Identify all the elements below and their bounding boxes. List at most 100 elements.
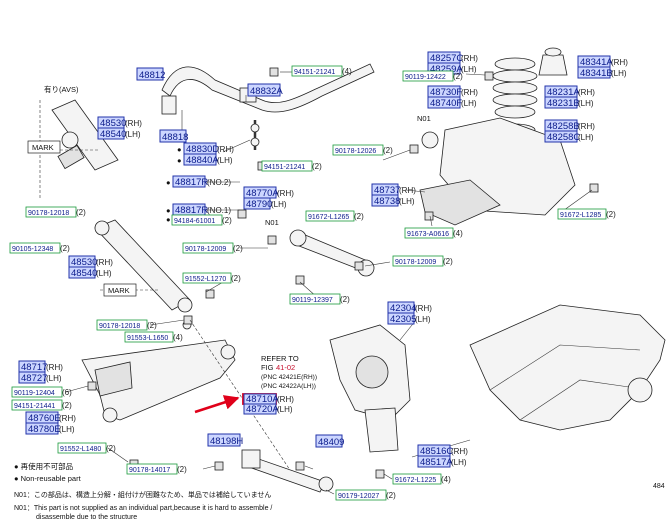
part-48231a[interactable]: 48231A(RH) (544, 85, 595, 98)
svg-text:48259A: 48259A (430, 64, 463, 75)
svg-text:48770A: 48770A (246, 188, 279, 199)
part-48780e[interactable]: 48780E(LH) (25, 422, 75, 435)
part-48258c[interactable]: 48258C(LH) (544, 130, 594, 143)
std-94151-21241-4[interactable]: 94151-21241(4) (291, 65, 352, 77)
std-90178-14017[interactable]: 90178-14017 (2) (126, 463, 187, 475)
std-90178-12009-a[interactable]: 90178-12009(2) (182, 242, 243, 254)
svg-text:●: ● (177, 145, 182, 154)
svg-text:48540: 48540 (71, 268, 97, 279)
svg-text:90119-12422: 90119-12422 (405, 74, 446, 81)
part-48760e[interactable]: 48760E(RH) (25, 411, 76, 424)
svg-text:(LH): (LH) (578, 133, 594, 142)
std-94151-21241-2[interactable]: 94151-21241(2) (261, 160, 322, 172)
svg-text:90105-12348: 90105-12348 (12, 246, 53, 253)
svg-text:(RH): (RH) (461, 54, 478, 63)
std-94151-21441[interactable]: 94151-21441(2) (11, 399, 72, 411)
part-48540-mid[interactable]: 48540(LH) (68, 266, 112, 279)
svg-text:90178-12026: 90178-12026 (335, 148, 376, 155)
part-48530-mid[interactable]: 48530(RH) (68, 255, 113, 268)
std-91553-l1650[interactable]: 91553-L1650 (4) (124, 331, 183, 343)
part-48717[interactable]: 48717(RH) (18, 360, 63, 373)
svg-text:90178-14017: 90178-14017 (129, 467, 170, 474)
part-48817r-no2[interactable]: ●48817R(NO.2) (166, 175, 231, 188)
part-48817r-no1[interactable]: ●48817R(NO.1) (166, 203, 231, 216)
part-48812[interactable]: 48812 (136, 67, 165, 81)
corner-ref: 484 (653, 483, 665, 490)
std-90119-12397[interactable]: 90119-12397(2) (289, 293, 350, 305)
svg-text:48832A: 48832A (250, 86, 283, 97)
part-48790[interactable]: 48790(LH) (243, 197, 287, 210)
svg-text:48717: 48717 (21, 362, 47, 373)
part-48832a[interactable]: 48832A (247, 83, 283, 97)
std-91672-l1285[interactable]: 91672-L1285(2) (557, 208, 616, 220)
svg-text:N01：この部品は、構造上分解・組付けが困難なため、単品では: N01：この部品は、構造上分解・組付けが困難なため、単品では補給していません (14, 490, 271, 499)
part-48737[interactable]: 48737(RH) (371, 183, 416, 196)
svg-text:48258B: 48258B (547, 121, 580, 132)
svg-text:(2): (2) (453, 72, 463, 81)
svg-text:48817R: 48817R (175, 205, 208, 216)
mark-label-top: MARK (27, 140, 61, 154)
std-90119-12422[interactable]: 90119-12422 (2) (402, 70, 463, 82)
std-91552-l1480[interactable]: 91552-L1480(2) (57, 442, 116, 454)
part-48517a[interactable]: 48517A(LH) (417, 455, 467, 468)
part-48740f[interactable]: 48740F(LH) (427, 96, 477, 109)
svg-text:(2): (2) (386, 491, 396, 500)
std-90178-12018-a[interactable]: 90178-12018(2) (25, 206, 86, 218)
std-90178-12009-b[interactable]: 90178-12009(2) (392, 255, 453, 267)
part-48258b[interactable]: 48258B(RH) (544, 119, 595, 132)
svg-text:48231B: 48231B (547, 98, 580, 109)
std-90178-12018-b[interactable]: 90178-12018(2) (96, 319, 157, 331)
part-48516c[interactable]: 48516C(RH) (417, 444, 468, 457)
part-48818[interactable]: 48818 (159, 129, 188, 143)
legend: ● 再使用不可部品 ● Non-reusable part N01：この部品は、… (14, 461, 272, 521)
part-48409[interactable]: 48409 (315, 434, 344, 448)
svg-text:(RH): (RH) (578, 122, 595, 131)
svg-text:REFER TO: REFER TO (261, 354, 299, 363)
svg-text:48818: 48818 (162, 132, 188, 143)
svg-text:94151-21441: 94151-21441 (14, 403, 55, 410)
part-48231b[interactable]: 48231B(LH) (544, 96, 594, 109)
svg-text:90119-12397: 90119-12397 (292, 297, 333, 304)
svg-text:FIG: FIG (261, 363, 274, 372)
std-91672-l1225[interactable]: 91672-L1225(4) (392, 473, 451, 485)
part-48341b[interactable]: 48341B(LH) (577, 66, 627, 79)
svg-text:(4): (4) (173, 333, 183, 342)
part-48341a[interactable]: 48341A(RH) (577, 55, 628, 68)
std-91672-l1265-a[interactable]: 91672-L1265(2) (305, 210, 364, 222)
svg-text:(2): (2) (177, 465, 187, 474)
part-48830d[interactable]: ●48830D(RH) (177, 142, 234, 155)
svg-text:91553-L1650: 91553-L1650 (127, 335, 168, 342)
part-48720a[interactable]: 48720A(LH) (243, 403, 293, 415)
svg-text:●: ● (166, 178, 171, 187)
part-48738[interactable]: 48738(LH) (371, 194, 415, 207)
std-91552-l1270[interactable]: 91552-L1270(2) (182, 272, 241, 284)
svg-text:94151-21241: 94151-21241 (264, 164, 305, 171)
part-42304[interactable]: 42304(RH) (387, 301, 432, 314)
svg-text:(LH): (LH) (578, 99, 594, 108)
std-90178-12026[interactable]: 90178-12026(2) (332, 144, 393, 156)
svg-text:●: ● (166, 215, 171, 224)
rear-knuckle (329, 324, 411, 453)
std-91673-a0616[interactable]: 91673-A0616(4) (404, 227, 463, 239)
part-48770a[interactable]: 48770A(RH) (243, 186, 294, 199)
label-layer: 48812 48832A 48818 ●48830D(RH) ●48840A(L… (9, 51, 665, 521)
svg-text:48738: 48738 (374, 196, 400, 207)
part-48540-top[interactable]: 48540(LH) (97, 127, 141, 140)
svg-text:(LH): (LH) (611, 69, 627, 78)
std-94184-61001[interactable]: ●94184-61001(2) (166, 214, 232, 226)
part-48840a[interactable]: ●48840A(LH) (177, 153, 233, 166)
svg-text:(PNC 42421E(RH)): (PNC 42421E(RH)) (261, 374, 317, 381)
part-48530-top[interactable]: 48530(RH) (97, 116, 142, 129)
part-48727[interactable]: 48727(LH) (18, 371, 62, 384)
std-90179-12027[interactable]: 90179-12027(2) (335, 489, 396, 501)
std-90119-12404[interactable]: 90119-12404(6) (11, 386, 72, 398)
part-42305[interactable]: 42305(LH) (387, 312, 431, 325)
std-90105-12348[interactable]: 90105-12348(2) (9, 242, 70, 254)
svg-text:(RH): (RH) (96, 258, 113, 267)
part-48257c[interactable]: 48257C(RH) (427, 51, 478, 64)
svg-text:(RH): (RH) (125, 119, 142, 128)
shock-absorber-top (51, 99, 119, 171)
part-48730f[interactable]: 48730F(RH) (427, 85, 478, 98)
part-48198h[interactable]: 48198H (207, 433, 243, 447)
svg-text:91552-L1480: 91552-L1480 (60, 446, 101, 453)
